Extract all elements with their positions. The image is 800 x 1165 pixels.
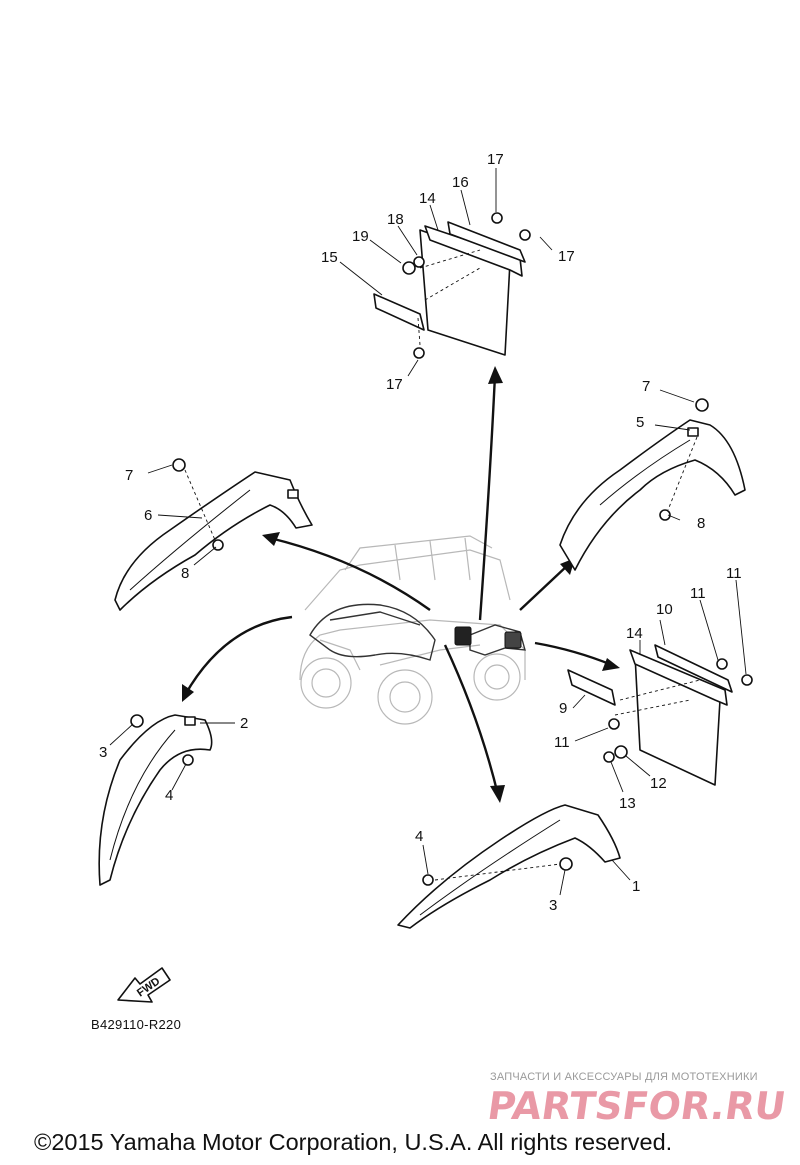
callout-7: 7 [642,378,650,395]
callout-11: 11 [554,734,570,751]
callout-4: 4 [415,828,423,845]
callout-16: 16 [452,174,469,191]
front-right-fender [559,398,746,571]
callout-14: 14 [419,190,436,207]
callout-6: 6 [144,507,152,524]
callout-numbers: 1 2 3 3 4 4 5 6 7 7 8 8 9 10 11 11 11 12… [99,151,742,914]
callout-19: 19 [352,228,369,245]
fwd-arrow: FWD [117,967,171,1003]
callout-1: 1 [632,878,640,895]
callout-3: 3 [99,744,107,761]
callout-10: 10 [656,601,673,618]
callout-4: 4 [165,787,173,804]
callout-17: 17 [386,376,403,393]
callout-8: 8 [697,515,705,532]
callout-11: 11 [726,565,742,582]
callout-13: 13 [619,795,636,812]
leader-lines [109,168,747,896]
callout-7: 7 [125,467,133,484]
front-mud-flap-assembly [567,644,753,786]
callout-15: 15 [321,249,338,266]
diagram-reference-code: B429110-R220 [91,1017,182,1032]
rear-left-fender [98,714,213,886]
rear-mud-flap-assembly [373,212,531,359]
rear-right-fender [397,804,621,929]
callout-5: 5 [636,414,644,431]
vehicle-illustration [299,535,526,725]
callout-9: 9 [559,700,567,717]
callout-8: 8 [181,565,189,582]
callout-17: 17 [487,151,504,168]
callout-11: 11 [690,585,706,602]
watermark-logo: PARTSFOR.RU [484,1084,789,1128]
watermark-tagline: ЗАПЧАСТИ И АКСЕССУАРЫ ДЛЯ МОТОТЕХНИКИ [490,1071,758,1083]
callout-17: 17 [558,248,575,265]
copyright-notice: ©2015 Yamaha Motor Corporation, U.S.A. A… [34,1129,673,1155]
callout-3: 3 [549,897,557,914]
front-left-fender [114,458,313,611]
callout-2: 2 [240,715,248,732]
callout-14: 14 [626,625,643,642]
callout-18: 18 [387,211,404,228]
callout-12: 12 [650,775,667,792]
